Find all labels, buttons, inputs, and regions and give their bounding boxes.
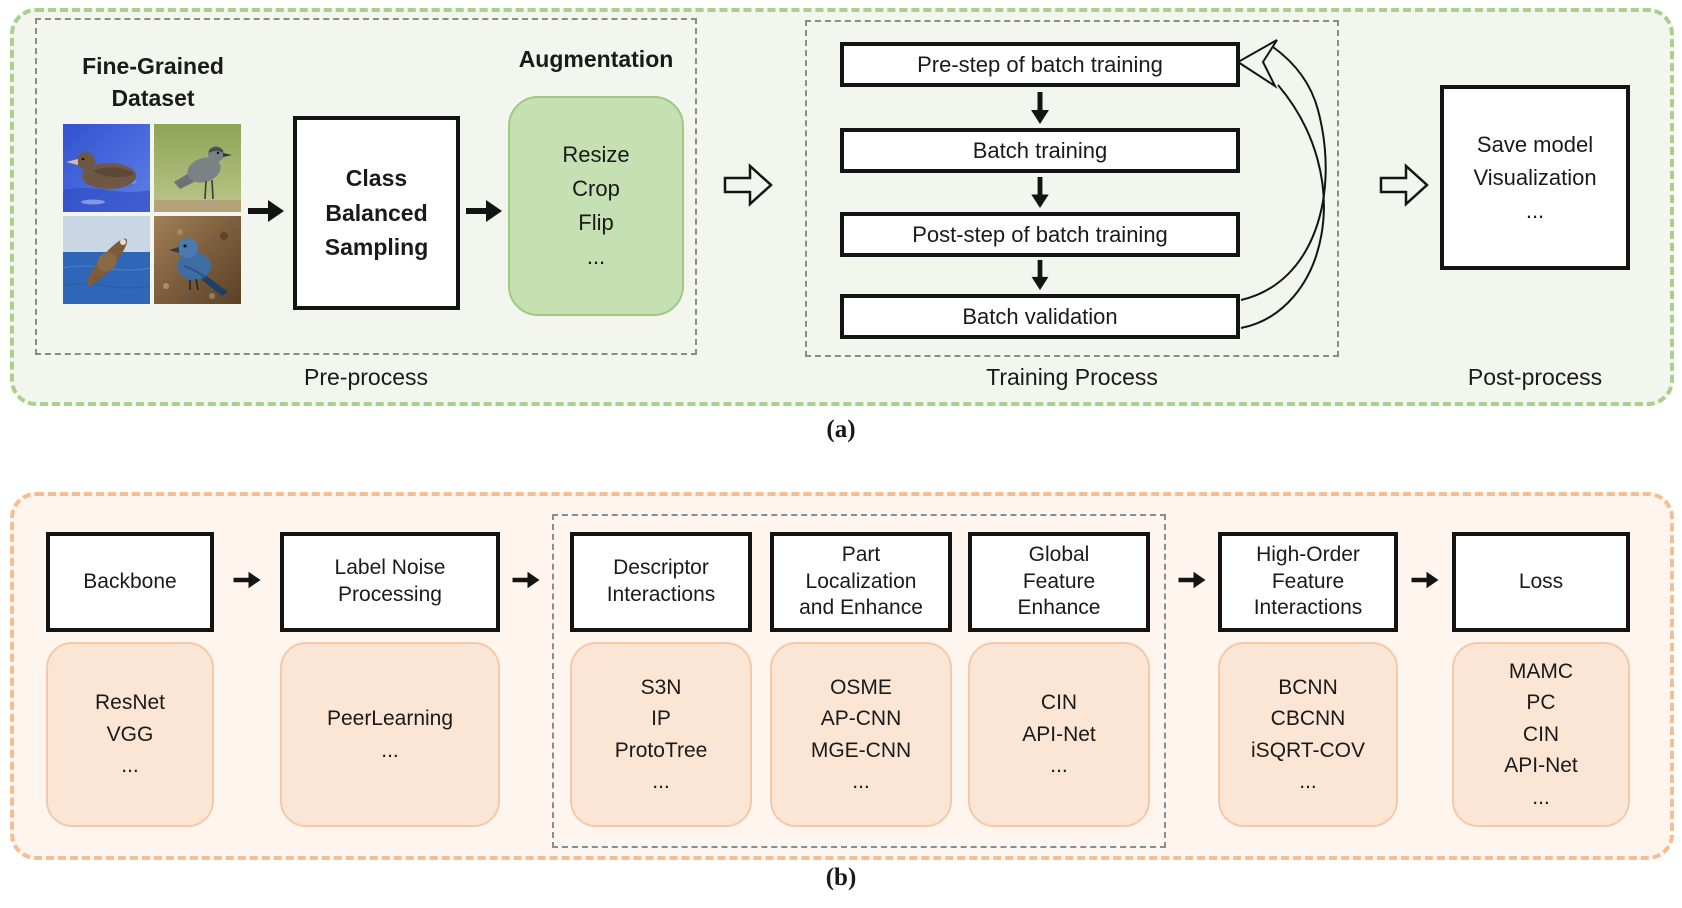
highorder-to-loss-arrow-icon bbox=[1410, 568, 1440, 592]
augmentation-box: Resize Crop Flip ... bbox=[508, 96, 684, 316]
pipeline-column-backbone: Backbone ResNet VGG ... bbox=[46, 532, 214, 827]
descriptor-interactions-items-box: S3N IP ProtoTree ... bbox=[570, 642, 752, 827]
backbone-to-labelnoise-arrow-icon bbox=[232, 568, 262, 592]
loss-items-box: MAMC PC CIN API-Net ... bbox=[1452, 642, 1630, 827]
pipeline-column-loss: Loss MAMC PC CIN API-Net ... bbox=[1452, 532, 1630, 827]
pipeline-column-global-feature: Global Feature Enhance CIN API-Net ... bbox=[968, 532, 1150, 827]
dataset-title: Fine-Grained Dataset bbox=[82, 53, 224, 112]
high-order-items-box: BCNN CBCNN iSQRT-COV ... bbox=[1218, 642, 1398, 827]
post-process-label: Post-process bbox=[1467, 364, 1603, 390]
augmentation-title: Augmentation bbox=[518, 46, 674, 72]
training-step-box: Pre-step of batch training bbox=[840, 42, 1240, 87]
part-localization-title-box: Part Localization and Enhance bbox=[770, 532, 952, 632]
pre-process-group-box bbox=[35, 18, 697, 355]
save-model-box: Save model Visualization ... bbox=[1440, 85, 1630, 270]
training-step-box: Batch validation bbox=[840, 294, 1240, 339]
training-process-group-box bbox=[805, 20, 1339, 357]
training-step-box: Batch training bbox=[840, 128, 1240, 173]
pipeline-column-descriptor-interactions: Descriptor Interactions S3N IP ProtoTree… bbox=[570, 532, 752, 827]
caption-a: (a) bbox=[826, 416, 856, 443]
class-balanced-sampling-box: Class Balanced Sampling bbox=[293, 116, 460, 310]
down-arrow-icon bbox=[1028, 175, 1052, 210]
pipeline-column-high-order: High-Order Feature Interactions BCNN CBC… bbox=[1218, 532, 1398, 827]
backbone-items-box: ResNet VGG ... bbox=[46, 642, 214, 827]
fine-grained-dataset-images bbox=[63, 124, 241, 304]
albatross-flying-photo bbox=[63, 216, 150, 304]
loss-title-box: Loss bbox=[1452, 532, 1630, 632]
pipeline-column-label-noise: Label Noise Processing PeerLearning ... bbox=[280, 532, 500, 827]
down-arrow-icon bbox=[1028, 258, 1052, 292]
high-order-title-box: High-Order Feature Interactions bbox=[1218, 532, 1398, 632]
pre-process-label: Pre-process bbox=[304, 364, 428, 390]
dataset-to-sampling-arrow-icon bbox=[246, 196, 286, 226]
label-noise-title-box: Label Noise Processing bbox=[280, 532, 500, 632]
global-feature-items-box: CIN API-Net ... bbox=[968, 642, 1150, 827]
group-to-highorder-arrow-icon bbox=[1177, 568, 1207, 592]
training-step-box: Post-step of batch training bbox=[840, 212, 1240, 257]
caption-b: (b) bbox=[825, 864, 857, 891]
down-arrow-icon bbox=[1028, 90, 1052, 126]
global-feature-title-box: Global Feature Enhance bbox=[968, 532, 1150, 632]
preprocess-to-training-block-arrow-icon bbox=[722, 162, 774, 208]
backbone-title-box: Backbone bbox=[46, 532, 214, 632]
pipeline-column-part-localization: Part Localization and Enhance OSME AP-CN… bbox=[770, 532, 952, 827]
labelnoise-to-group-arrow-icon bbox=[511, 568, 541, 592]
descriptor-interactions-title-box: Descriptor Interactions bbox=[570, 532, 752, 632]
feature-methods-group-box bbox=[552, 514, 1166, 848]
training-process-label: Training Process bbox=[986, 364, 1158, 390]
label-noise-items-box: PeerLearning ... bbox=[280, 642, 500, 827]
part-localization-items-box: OSME AP-CNN MGE-CNN ... bbox=[770, 642, 952, 827]
sampling-to-augmentation-arrow-icon bbox=[464, 196, 504, 226]
albatross-swimming-photo bbox=[63, 124, 150, 212]
gray-catbird-photo bbox=[154, 124, 241, 212]
validation-loop-arrow-icon bbox=[1215, 28, 1365, 348]
training-to-postprocess-block-arrow-icon bbox=[1378, 162, 1430, 208]
blue-bird-photo bbox=[154, 216, 241, 304]
